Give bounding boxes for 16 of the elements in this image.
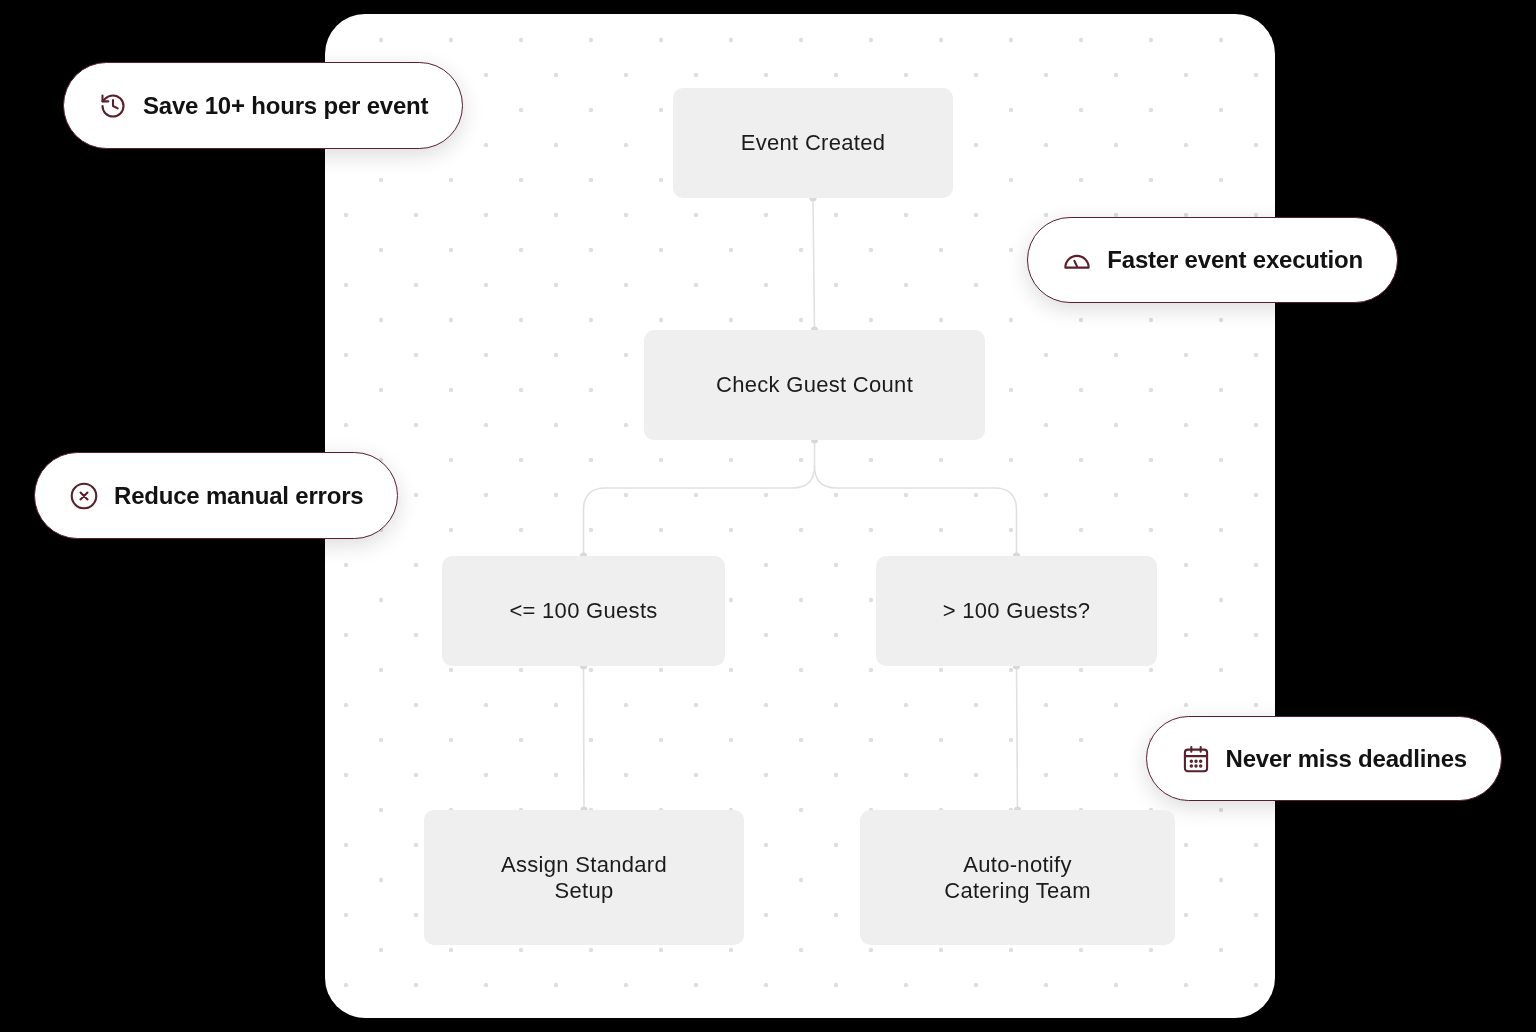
process-box: [424, 810, 744, 945]
step-label: Check Guest Count: [715, 372, 914, 398]
benefit-label: Never miss deadlines: [1225, 744, 1467, 773]
process-box: [442, 556, 725, 666]
step-label: <= 100 Guests: [509, 598, 658, 624]
process-box: [644, 330, 985, 440]
process-box: [876, 556, 1157, 666]
step-label: Event Created: [740, 130, 886, 156]
benefit-label: Save 10+ hours per event: [143, 91, 429, 120]
benefit-label: Faster event execution: [1107, 246, 1363, 274]
step-label: Assign Standard Setup: [500, 852, 668, 903]
process-box: [860, 810, 1175, 945]
step-label: > 100 Guests?: [942, 598, 1091, 624]
benefit-label: Reduce manual errors: [114, 481, 364, 510]
step-label: Auto-notify Catering Team: [943, 852, 1092, 903]
process-box: [673, 88, 953, 198]
